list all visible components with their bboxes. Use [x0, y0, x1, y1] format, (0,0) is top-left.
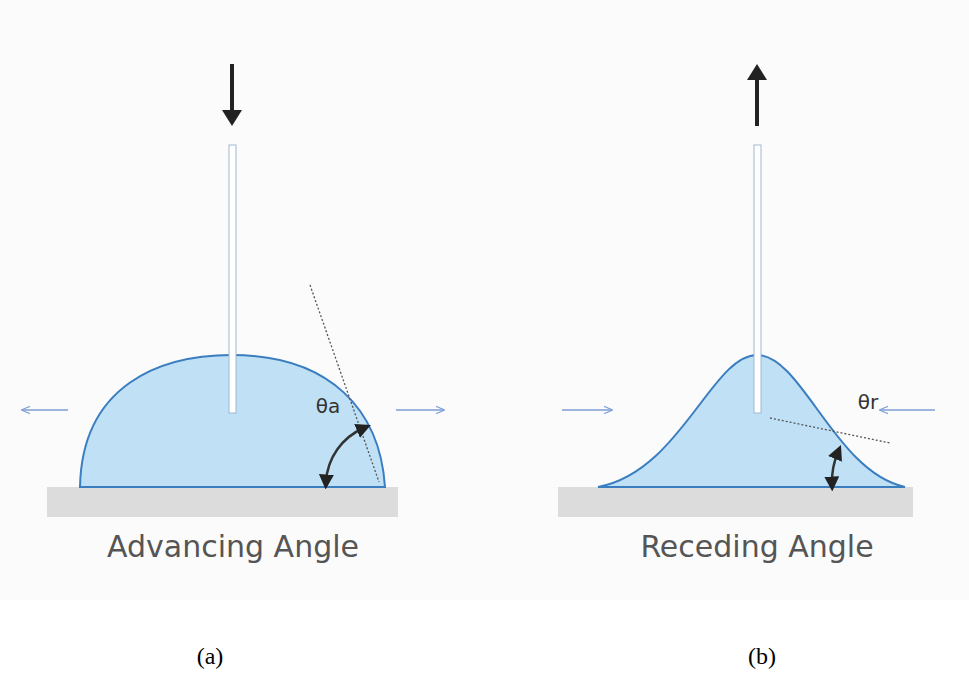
shrink-arrow: [880, 409, 935, 410]
flow-arrow: [747, 64, 767, 80]
substrate: [558, 487, 913, 517]
angle-symbol: θa: [316, 395, 341, 417]
subfigure-label: (a): [197, 643, 224, 669]
tangent-line: [310, 285, 379, 482]
panel-title: Advancing Angle: [107, 530, 359, 563]
advancing-panel: [22, 64, 444, 517]
figure-ground: [0, 0, 969, 600]
flow-arrow: [222, 110, 242, 126]
angle-arc: [326, 428, 364, 482]
droplet: [598, 355, 905, 487]
angle-symbol: θr: [858, 391, 878, 413]
needle: [754, 145, 761, 413]
angle-arc: [832, 452, 838, 484]
shrink-arrow: [562, 409, 612, 410]
subfigure-label: (b): [748, 643, 776, 669]
panel-title: Receding Angle: [640, 530, 873, 563]
tangent-line: [770, 418, 890, 443]
substrate: [47, 487, 398, 517]
receding-panel: [558, 64, 935, 517]
needle: [229, 145, 236, 413]
spread-arrow: [22, 409, 68, 410]
spread-arrow: [396, 409, 444, 410]
